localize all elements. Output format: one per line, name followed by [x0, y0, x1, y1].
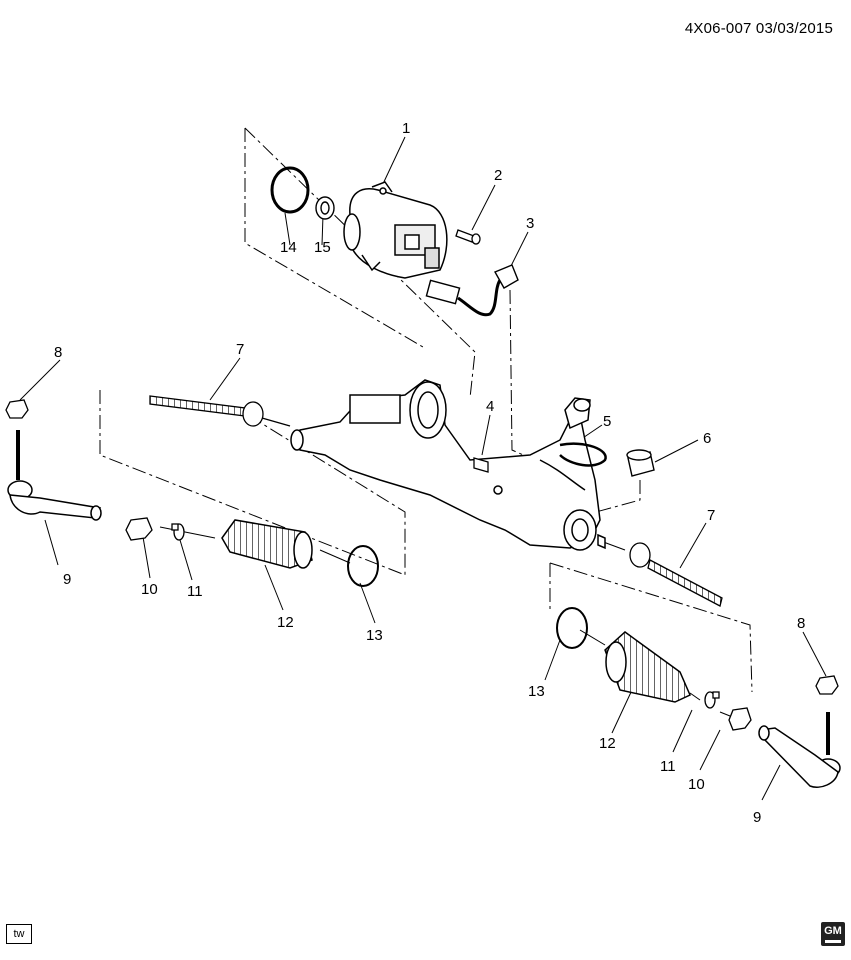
rack-boot-right	[604, 631, 691, 703]
nut-left	[5, 399, 29, 419]
callout-13-right: 13	[528, 683, 545, 700]
gm-logo: GM	[821, 922, 845, 946]
wiring-harness	[425, 264, 519, 317]
callout-11-left: 11	[187, 583, 203, 600]
callout-8-left: 8	[54, 344, 62, 361]
callout-8-right: 8	[797, 615, 805, 632]
o-ring	[270, 166, 310, 214]
jam-nut-right	[728, 707, 752, 731]
boot-clamp-large-left	[347, 545, 379, 587]
rack-boot-left	[221, 519, 313, 569]
gm-logo-text: GM	[824, 925, 842, 937]
callout-4: 4	[486, 398, 494, 415]
callout-13-left: 13	[366, 627, 383, 644]
callout-15: 15	[314, 239, 331, 256]
callout-10-right: 10	[688, 776, 705, 793]
inner-tie-rod-left	[149, 395, 291, 427]
outer-tie-rod-end-right	[758, 712, 841, 788]
callout-7-left: 7	[236, 341, 244, 358]
gm-logo-bar	[825, 940, 841, 943]
diagram-code-date: 4X06-007 03/03/2015	[684, 20, 833, 37]
callout-12-left: 12	[277, 614, 294, 631]
callout-12-right: 12	[599, 735, 616, 752]
callout-9-right: 9	[753, 809, 761, 826]
boot-clamp-large-right	[556, 607, 588, 649]
motor-bolt	[455, 229, 481, 245]
callout-labels: 1 2 3 4 5 6 7 7 8 8 9 9 10 10 11 11 12 1…	[54, 120, 805, 826]
bearing	[315, 196, 335, 220]
callout-1: 1	[402, 120, 410, 137]
callout-5: 5	[603, 413, 611, 430]
tw-badge: tw	[6, 924, 32, 944]
callout-9-left: 9	[63, 571, 71, 588]
boot-clamp-small-right	[704, 691, 720, 709]
bushing	[626, 449, 655, 477]
callout-2: 2	[494, 167, 502, 184]
outer-tie-rod-end-left	[7, 430, 102, 521]
inner-tie-rod-right	[629, 542, 723, 607]
callout-11-right: 11	[660, 758, 676, 775]
callout-3: 3	[526, 215, 534, 232]
callout-14: 14	[280, 239, 297, 256]
clip	[473, 457, 489, 473]
boot-clamp-small-left	[171, 523, 185, 541]
steering-gear-housing	[290, 379, 607, 551]
steering-motor-assembly	[343, 181, 448, 279]
callout-10-left: 10	[141, 581, 158, 598]
callout-6: 6	[703, 430, 711, 447]
nut-right	[815, 675, 839, 695]
callout-7-right: 7	[707, 507, 715, 524]
jam-nut-left	[125, 517, 153, 541]
